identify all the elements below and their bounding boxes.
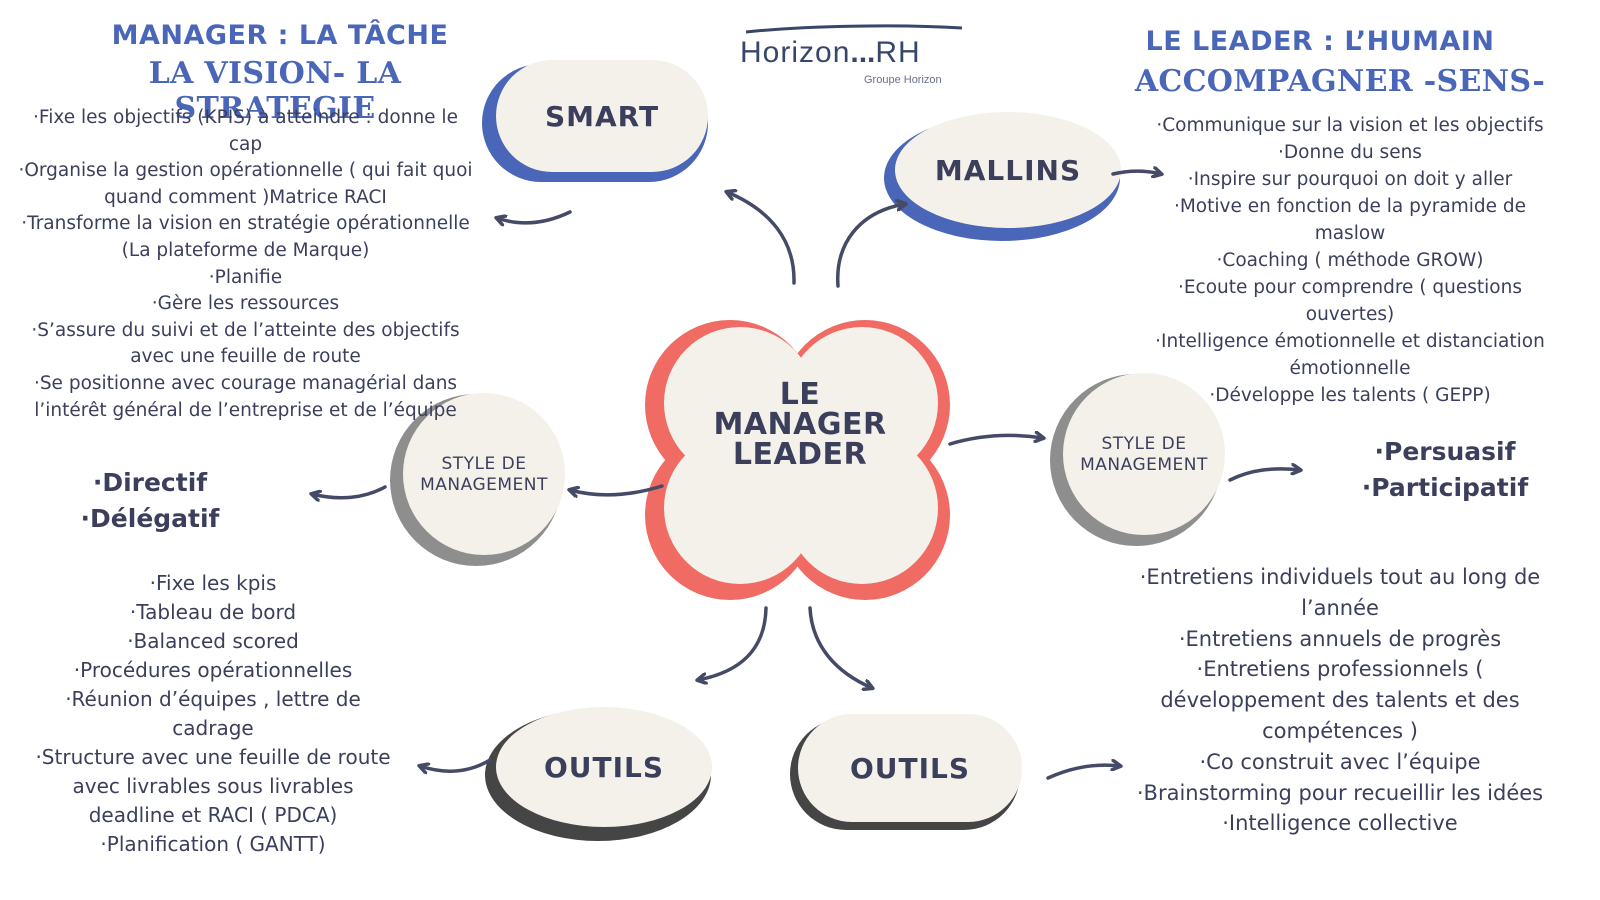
smart-node-shape bbox=[482, 60, 708, 182]
list-item: ·Fixe les objectifs (KPIS) à atteindre :… bbox=[33, 107, 458, 155]
arrow-center-to-outils-left bbox=[698, 606, 768, 680]
manager-subtitle: LA VISION- LA STRATEGIE bbox=[148, 56, 402, 126]
arrow-outils-left-to-list bbox=[420, 758, 492, 771]
arrow-smart-to-list bbox=[497, 210, 572, 223]
list-item: ·Structure avec une feuille de route ave… bbox=[35, 745, 391, 827]
logo-subtitle: Groupe Horizon bbox=[864, 74, 942, 86]
leader-tools-list: ·Entretiens individuels tout au long de … bbox=[1130, 562, 1550, 839]
list-item: ·Tableau de bord bbox=[129, 600, 297, 624]
style-right-node-label: STYLE DE MANAGEMENT bbox=[1080, 434, 1208, 475]
logo-text-left: Horizon bbox=[740, 36, 851, 69]
list-item: ·Directif bbox=[92, 468, 208, 497]
list-item: ·Brainstorming pour recueillir les idées bbox=[1136, 780, 1544, 805]
list-item: ·Gère les ressources bbox=[151, 293, 340, 315]
style-left-node-label: STYLE DE MANAGEMENT bbox=[420, 454, 548, 495]
list-item: ·Délégatif bbox=[80, 504, 220, 533]
logo-dots: ... bbox=[850, 36, 876, 69]
arrow-style-left-to-list bbox=[312, 485, 387, 498]
arrow-center-to-style-left bbox=[570, 484, 664, 495]
manager-tools-list: ·Fixe les kpis ·Tableau de bord ·Balance… bbox=[28, 569, 398, 859]
mallins-node-label: MALLINS bbox=[934, 153, 1082, 187]
arrow-outils-right-to-list bbox=[1046, 765, 1120, 780]
logo: Horizon...RH Groupe Horizon bbox=[740, 24, 970, 94]
mallins-node-shape bbox=[884, 112, 1121, 241]
list-item: ·Organise la gestion opérationnelle ( qu… bbox=[18, 160, 473, 208]
manager-title: MANAGER : LA TÂCHE bbox=[111, 20, 449, 51]
leader-title: LE LEADER : L’HUMAIN bbox=[1145, 26, 1495, 57]
arrow-center-to-style-right bbox=[948, 435, 1043, 446]
leader-subtitle: ACCOMPAGNER -SENS- bbox=[1134, 64, 1546, 99]
list-item: ·Réunion d’équipes , lettre de cadrage bbox=[65, 687, 361, 740]
list-item: ·Développe les talents ( GEPP) bbox=[1209, 385, 1491, 406]
list-item: ·Persuasif bbox=[1374, 437, 1516, 466]
list-item: ·Procédures opérationnelles bbox=[73, 658, 353, 682]
list-item: ·Inspire sur pourquoi on doit y aller bbox=[1187, 169, 1513, 190]
list-item: ·Co construit avec l’équipe bbox=[1199, 749, 1481, 774]
arrow-center-to-smart bbox=[727, 192, 796, 285]
list-item: ·Coaching ( méthode GROW) bbox=[1216, 250, 1484, 271]
arrow-center-to-mallins bbox=[836, 204, 905, 288]
list-item: ·Donne du sens bbox=[1278, 142, 1422, 163]
list-item: ·Motive en fonction de la pyramide de ma… bbox=[1173, 196, 1527, 244]
list-item: ·Communique sur la vision et les objecti… bbox=[1156, 115, 1544, 136]
arrow-mallins-to-list bbox=[1111, 171, 1161, 174]
leader-responsibilities-list: ·Communique sur la vision et les objecti… bbox=[1145, 112, 1555, 409]
style-left-node-shape bbox=[390, 393, 565, 566]
arrow-style-right-to-list bbox=[1228, 469, 1300, 482]
outils-right-node-label: OUTILS bbox=[849, 751, 971, 785]
arrow-center-to-outils-right bbox=[808, 606, 872, 688]
center-node-shape bbox=[645, 320, 950, 600]
manager-responsibilities-list: ·Fixe les objectifs (KPIS) à atteindre :… bbox=[18, 105, 473, 424]
logo-swoosh-icon bbox=[745, 24, 963, 34]
outils-left-node-shape bbox=[485, 707, 712, 841]
list-item: ·Fixe les kpis bbox=[149, 571, 277, 595]
manager-styles-list: ·Directif ·Délégatif bbox=[60, 465, 240, 537]
list-item: ·Entretiens professionnels ( développeme… bbox=[1160, 657, 1520, 743]
list-item: ·Intelligence collective bbox=[1222, 811, 1458, 836]
list-item: ·Entretiens annuels de progrès bbox=[1178, 626, 1502, 651]
style-right-node-shape bbox=[1050, 373, 1225, 546]
list-item: ·Balanced scored bbox=[127, 629, 299, 653]
outils-right-node-shape bbox=[790, 714, 1022, 830]
list-item: ·Participatif bbox=[1361, 473, 1529, 502]
logo-text-right: RH bbox=[875, 36, 921, 69]
list-item: ·Planifie bbox=[208, 266, 283, 288]
list-item: ·Intelligence émotionnelle et distanciat… bbox=[1155, 331, 1545, 379]
smart-node-label: SMART bbox=[544, 99, 660, 133]
list-item: ·Transforme la vision en stratégie opéra… bbox=[21, 213, 470, 261]
list-item: ·Planification ( GANTT) bbox=[100, 832, 326, 856]
leader-styles-list: ·Persuasif ·Participatif bbox=[1340, 434, 1550, 506]
list-item: ·S’assure du suivi et de l’atteinte des … bbox=[31, 319, 460, 368]
list-item: ·Se positionne avec courage managérial d… bbox=[33, 372, 458, 421]
list-item: ·Ecoute pour comprendre ( questions ouve… bbox=[1177, 277, 1522, 325]
outils-left-node-label: OUTILS bbox=[543, 750, 665, 784]
center-node-label: LE MANAGER LEADER bbox=[713, 377, 887, 472]
list-item: ·Entretiens individuels tout au long de … bbox=[1139, 565, 1541, 620]
